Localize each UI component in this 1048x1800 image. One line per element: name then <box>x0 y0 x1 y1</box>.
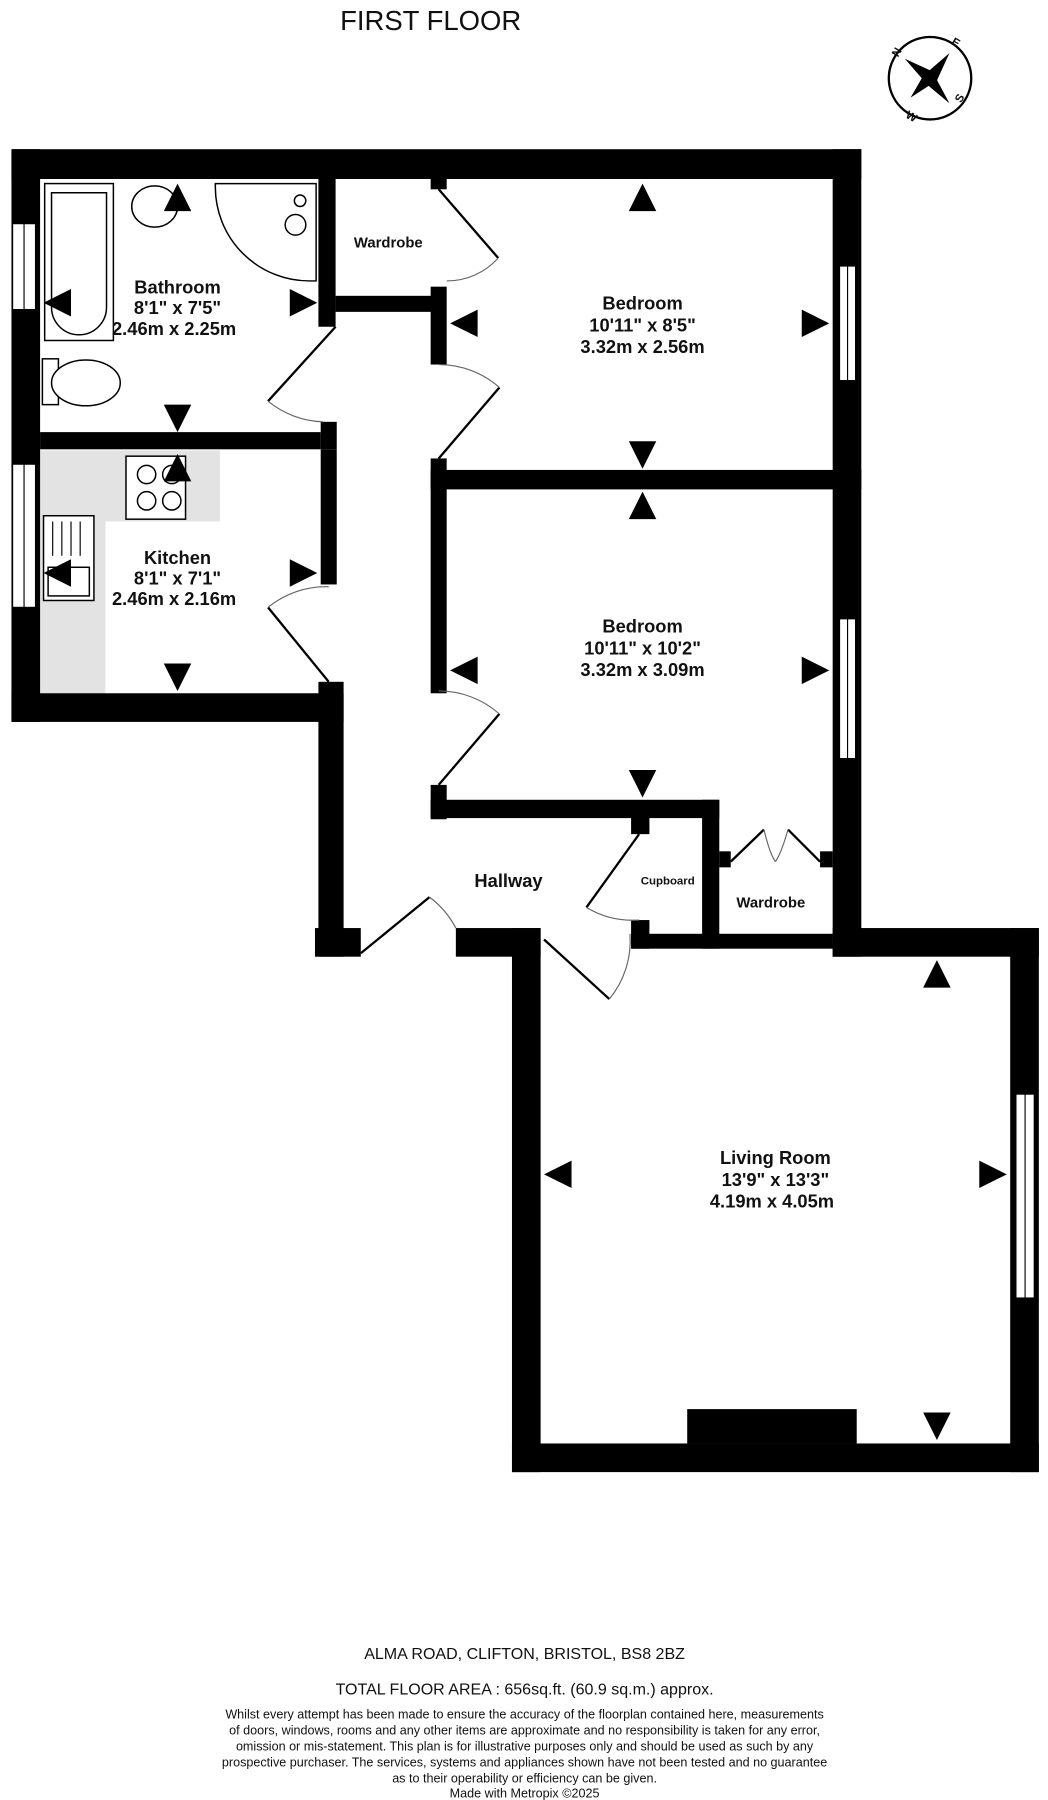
shower-enclosure <box>214 182 317 282</box>
fireplace <box>687 1409 857 1444</box>
room-bedroom-2: Bedroom 10'11" x 10'2" 3.32m x 3.09m <box>580 616 704 681</box>
sink <box>42 514 95 602</box>
room-size-imperial: 13'9" x 13'3" <box>722 1169 830 1190</box>
compass-icon: N E S W <box>887 35 973 125</box>
address: ALMA ROAD, CLIFTON, BRISTOL, BS8 2BZ <box>364 1645 685 1663</box>
disclaimer-line: of doors, windows, rooms and any other i… <box>229 1723 820 1737</box>
walls <box>11 149 1039 1473</box>
room-wardrobe-1: Wardrobe <box>354 236 423 252</box>
room-bedroom-1: Bedroom 10'11" x 8'5" 3.32m x 2.56m <box>580 293 704 358</box>
room-name: Bedroom <box>602 293 682 314</box>
room-living-room: Living Room 13'9" x 13'3" 4.19m x 4.05m <box>710 1147 834 1212</box>
room-hallway: Hallway <box>474 870 543 891</box>
room-size-metric: 3.32m x 3.09m <box>580 659 704 680</box>
disclaimer-line: omission or mis-statement. This plan is … <box>236 1739 814 1753</box>
floor-title: FIRST FLOOR <box>340 5 521 36</box>
bathtub <box>43 182 115 342</box>
room-size-imperial: 10'11" x 8'5" <box>589 314 696 335</box>
disclaimer-line: prospective purchaser. The services, sys… <box>222 1755 827 1769</box>
disclaimer-line: as to their operability or efficiency ca… <box>392 1771 657 1785</box>
room-name: Living Room <box>720 1147 831 1168</box>
room-size-metric: 3.32m x 2.56m <box>580 336 704 357</box>
room-kitchen: Kitchen 8'1" x 7'1" 2.46m x 2.16m <box>112 547 236 609</box>
credit: Made with Metropix ©2025 <box>450 1786 600 1800</box>
windows <box>12 223 1035 1299</box>
svg-text:E: E <box>949 36 962 50</box>
room-size-metric: 2.46m x 2.25m <box>112 318 236 339</box>
room-size-metric: 4.19m x 4.05m <box>710 1191 834 1212</box>
doors <box>267 188 821 1000</box>
room-wardrobe-2: Wardrobe <box>736 895 805 911</box>
room-name: Kitchen <box>144 547 211 568</box>
toilet <box>41 358 122 407</box>
room-cupboard: Cupboard <box>641 876 695 888</box>
room-name: Bedroom <box>602 616 682 637</box>
svg-text:S: S <box>953 92 967 105</box>
room-size-imperial: 8'1" x 7'1" <box>134 567 221 588</box>
room-size-imperial: 10'11" x 10'2" <box>584 637 701 658</box>
disclaimer-line: Whilst every attempt has been made to en… <box>225 1707 823 1721</box>
room-name: Bathroom <box>134 277 220 298</box>
total-floor-area: TOTAL FLOOR AREA : 656sq.ft. (60.9 sq.m.… <box>336 1680 714 1698</box>
room-bathroom: Bathroom 8'1" x 7'5" 2.46m x 2.25m <box>112 277 236 339</box>
room-size-imperial: 8'1" x 7'5" <box>134 297 221 318</box>
room-size-metric: 2.46m x 2.16m <box>112 588 236 609</box>
